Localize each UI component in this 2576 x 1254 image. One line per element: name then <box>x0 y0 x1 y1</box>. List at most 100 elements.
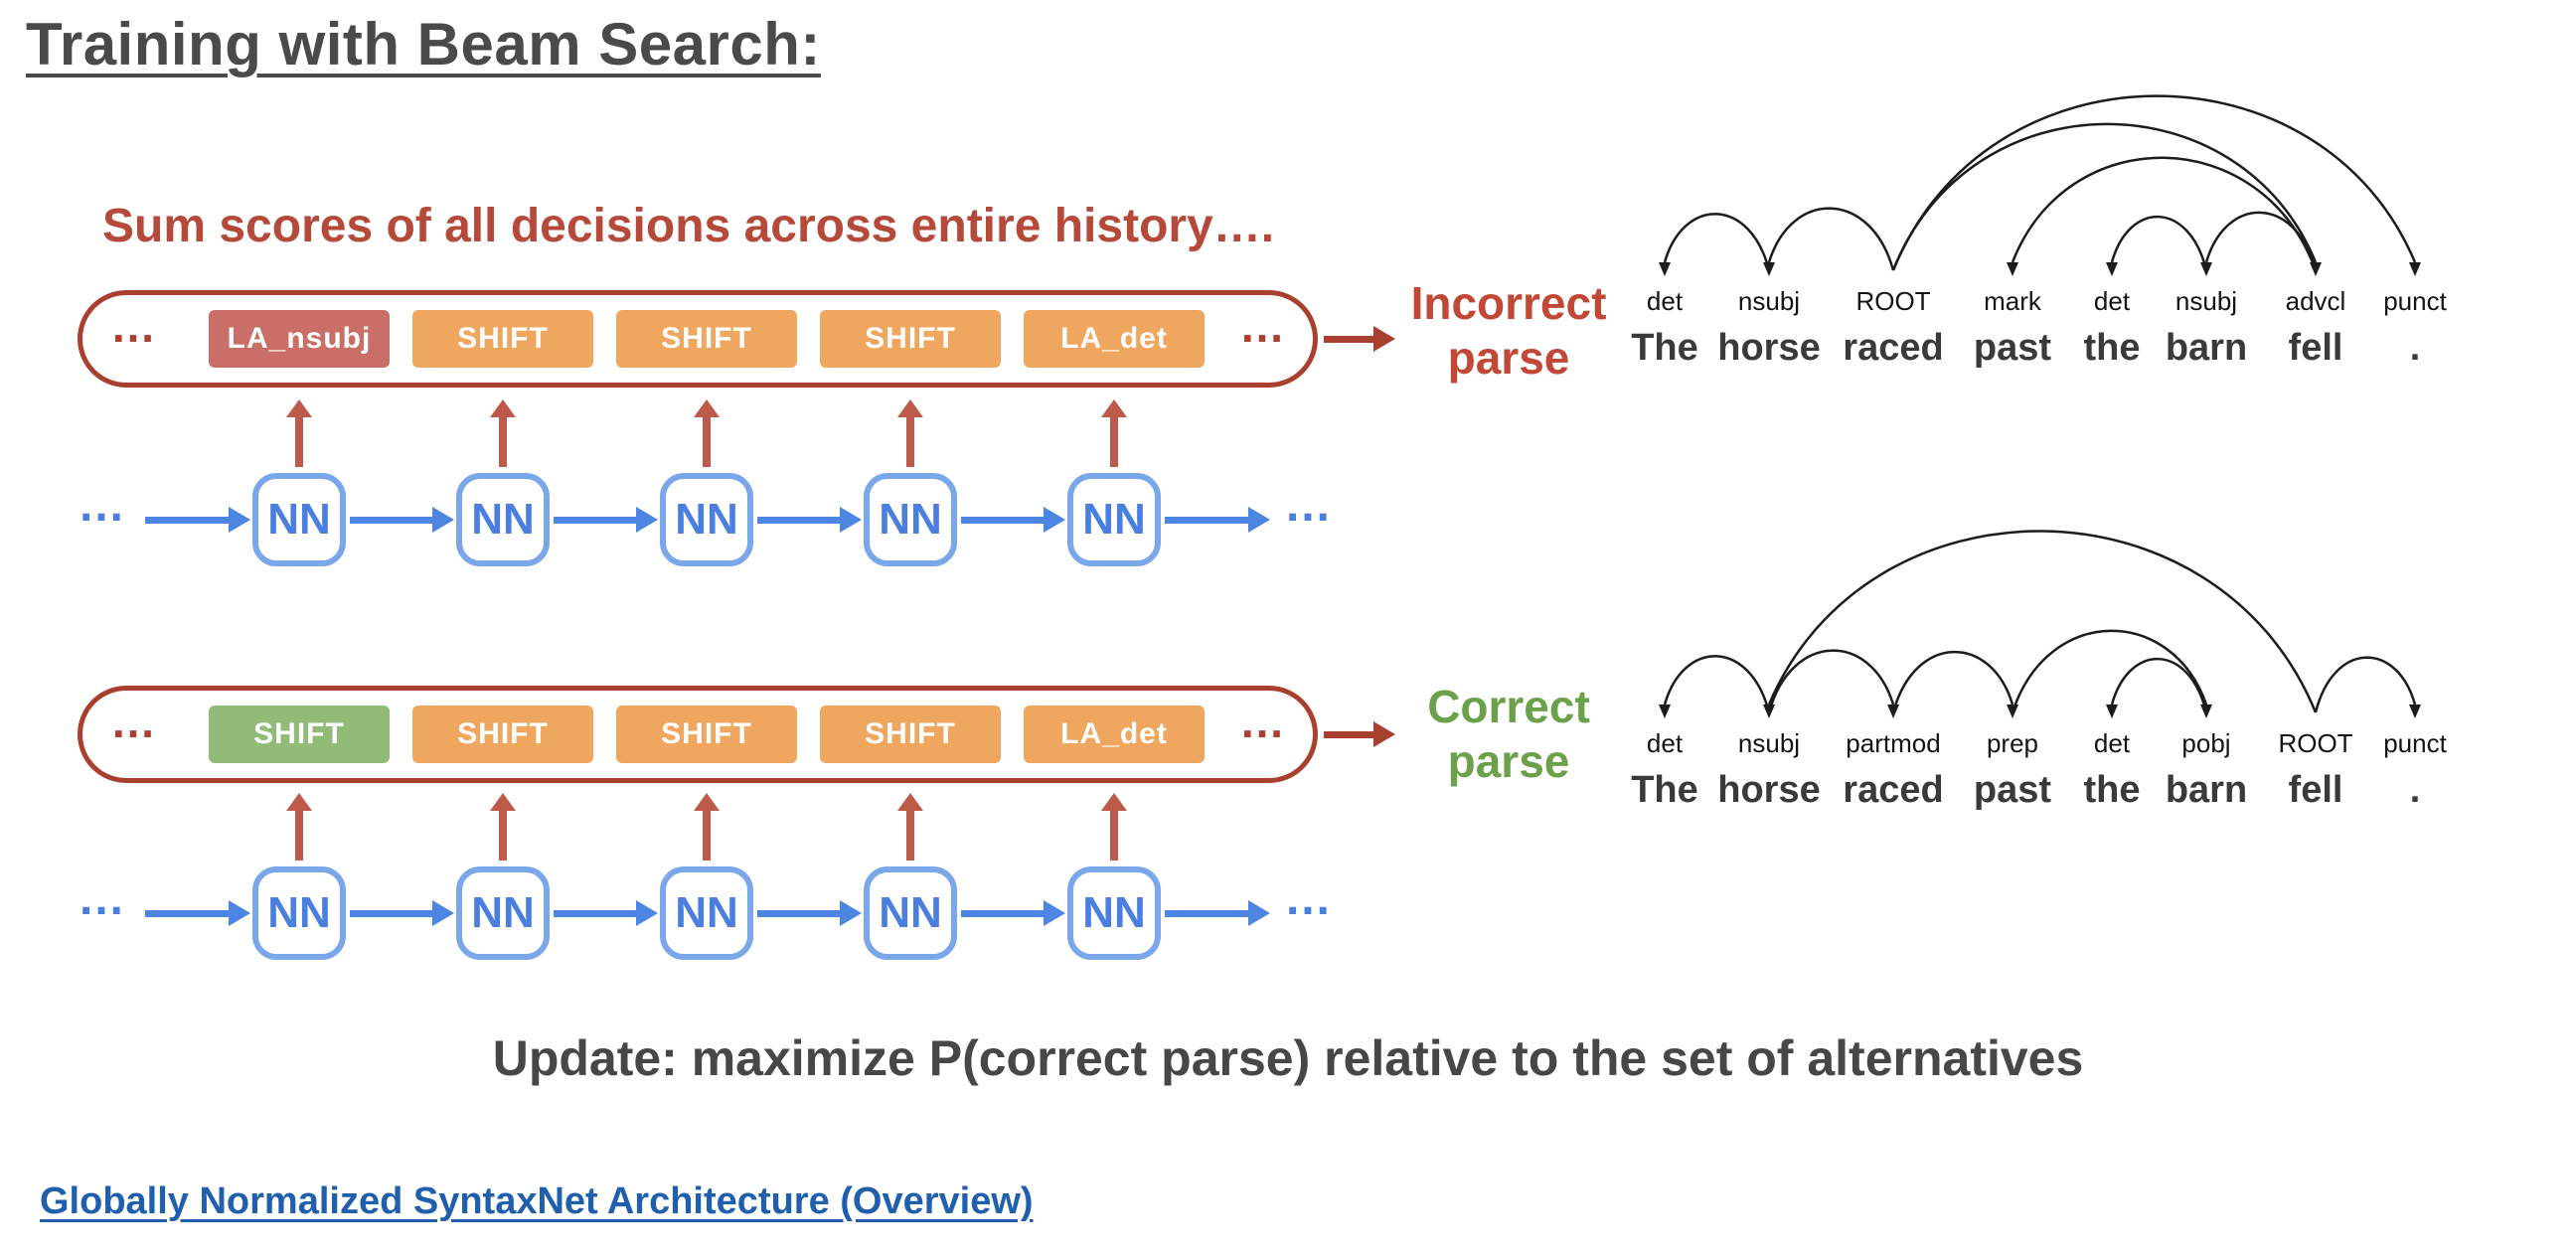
parse-word: fell <box>2289 327 2343 369</box>
dep-label: punct <box>2383 286 2447 316</box>
dep-label: det <box>2094 728 2131 758</box>
dep-arrowhead <box>2409 705 2421 718</box>
nn-chain-ellipsis-left: … <box>78 479 125 532</box>
dep-arrowhead <box>2409 262 2421 276</box>
dep-label: nsubj <box>1738 728 1800 758</box>
nn-box: NN <box>864 866 957 960</box>
nn-chain-arrow <box>554 507 658 533</box>
nn-label: NN <box>1082 495 1146 544</box>
correct-parse-label-line2: parse <box>1447 735 1570 788</box>
dep-arc <box>1663 213 1771 271</box>
decision-box-shift: SHIFT <box>412 310 593 368</box>
nn-chain-ellipsis-left: … <box>78 872 125 925</box>
dep-arc <box>2011 156 2318 271</box>
decision-box-la-det: LA_det <box>1024 705 1205 763</box>
incorrect-history-pill: … LA_nsubj SHIFT SHIFT SHIFT LA_det … <box>78 290 1318 388</box>
nn-label: NN <box>1082 888 1146 937</box>
dep-arrowhead <box>2200 705 2212 718</box>
dep-label: pobj <box>2181 728 2230 758</box>
nn-chain-ellipsis-right: … <box>1284 479 1332 532</box>
dep-label: det <box>1647 286 1684 316</box>
parse-word: The <box>1631 327 1698 369</box>
parse-word: . <box>2410 327 2421 369</box>
nn-box: NN <box>456 473 550 566</box>
dep-label: nsubj <box>2175 286 2237 316</box>
parse-word: the <box>2084 769 2141 811</box>
history-ellipsis-left: … <box>110 696 156 747</box>
dep-arrowhead <box>2007 262 2018 276</box>
decision-box-la-nsubj: LA_nsubj <box>209 310 390 368</box>
dep-arrowhead <box>1659 262 1671 276</box>
dep-arrowhead <box>2200 262 2212 276</box>
dep-arc <box>2314 656 2417 713</box>
incorrect-parse-label: Incorrect parse <box>1389 276 1628 386</box>
parse-word: raced <box>1843 769 1943 811</box>
nn-chain-arrow <box>757 507 862 533</box>
parse-word: barn <box>2166 327 2247 369</box>
page-title: Training with Beam Search: <box>26 11 821 78</box>
dep-label: punct <box>2383 728 2447 758</box>
parse-word: fell <box>2289 769 2343 811</box>
dep-label: ROOT <box>1855 286 1930 316</box>
score-arrow <box>694 399 720 467</box>
score-arrow <box>897 399 923 467</box>
score-arrow <box>490 399 516 467</box>
score-arrow <box>490 793 516 861</box>
dep-arrowhead <box>2106 705 2118 718</box>
dep-arrowhead <box>1763 262 1775 276</box>
dep-label: det <box>1647 728 1684 758</box>
dep-arrowhead <box>2310 262 2322 276</box>
incorrect-parse-label-line1: Incorrect <box>1410 277 1607 329</box>
dep-arrowhead <box>1659 705 1671 718</box>
nn-label: NN <box>267 495 331 544</box>
score-arrow <box>286 399 312 467</box>
dep-arc <box>1891 650 2014 713</box>
dep-arc <box>2011 629 2208 713</box>
nn-chain-arrow <box>1165 900 1270 926</box>
nn-box: NN <box>660 473 753 566</box>
nn-chain-arrow <box>961 507 1065 533</box>
nn-chain-arrow <box>350 900 454 926</box>
dep-label: det <box>2094 286 2131 316</box>
nn-label: NN <box>675 888 738 937</box>
dep-label: advcl <box>2286 286 2346 316</box>
score-arrow <box>1101 793 1127 861</box>
nn-label: NN <box>267 888 331 937</box>
decision-box-shift: SHIFT <box>616 705 797 763</box>
nn-box: NN <box>1067 866 1161 960</box>
decision-box-shift: SHIFT <box>820 705 1001 763</box>
nn-label: NN <box>471 495 535 544</box>
nn-box: NN <box>1067 473 1161 566</box>
nn-chain-arrow <box>1165 507 1270 533</box>
score-arrow <box>694 793 720 861</box>
nn-label: NN <box>879 888 942 937</box>
correct-parse-label-line1: Correct <box>1427 681 1590 732</box>
nn-chain-arrow <box>554 900 658 926</box>
dep-label: partmod <box>1846 728 1940 758</box>
nn-label: NN <box>879 495 942 544</box>
score-arrow <box>897 793 923 861</box>
dep-arc <box>1663 655 1771 713</box>
decision-box-shift-correct: SHIFT <box>209 705 390 763</box>
correct-parse-label: Correct parse <box>1389 680 1628 789</box>
dep-arrowhead <box>2106 262 2118 276</box>
decision-box-la-det: LA_det <box>1024 310 1205 368</box>
decision-box-shift: SHIFT <box>616 310 797 368</box>
parse-word: the <box>2084 327 2141 369</box>
dep-label: mark <box>1984 286 2042 316</box>
dep-arc <box>2204 211 2318 271</box>
parse-word: past <box>1974 769 2051 811</box>
decision-box-shift: SHIFT <box>820 310 1001 368</box>
parse-word: horse <box>1717 769 1820 811</box>
nn-box: NN <box>864 473 957 566</box>
dep-label: nsubj <box>1738 286 1800 316</box>
nn-chain-ellipsis-right: … <box>1284 872 1332 925</box>
nn-box: NN <box>456 866 550 960</box>
parse-word: barn <box>2166 769 2247 811</box>
history-ellipsis-left: … <box>110 300 156 352</box>
parse-word: The <box>1631 769 1698 811</box>
nn-chain-arrow <box>350 507 454 533</box>
nn-box: NN <box>252 866 346 960</box>
